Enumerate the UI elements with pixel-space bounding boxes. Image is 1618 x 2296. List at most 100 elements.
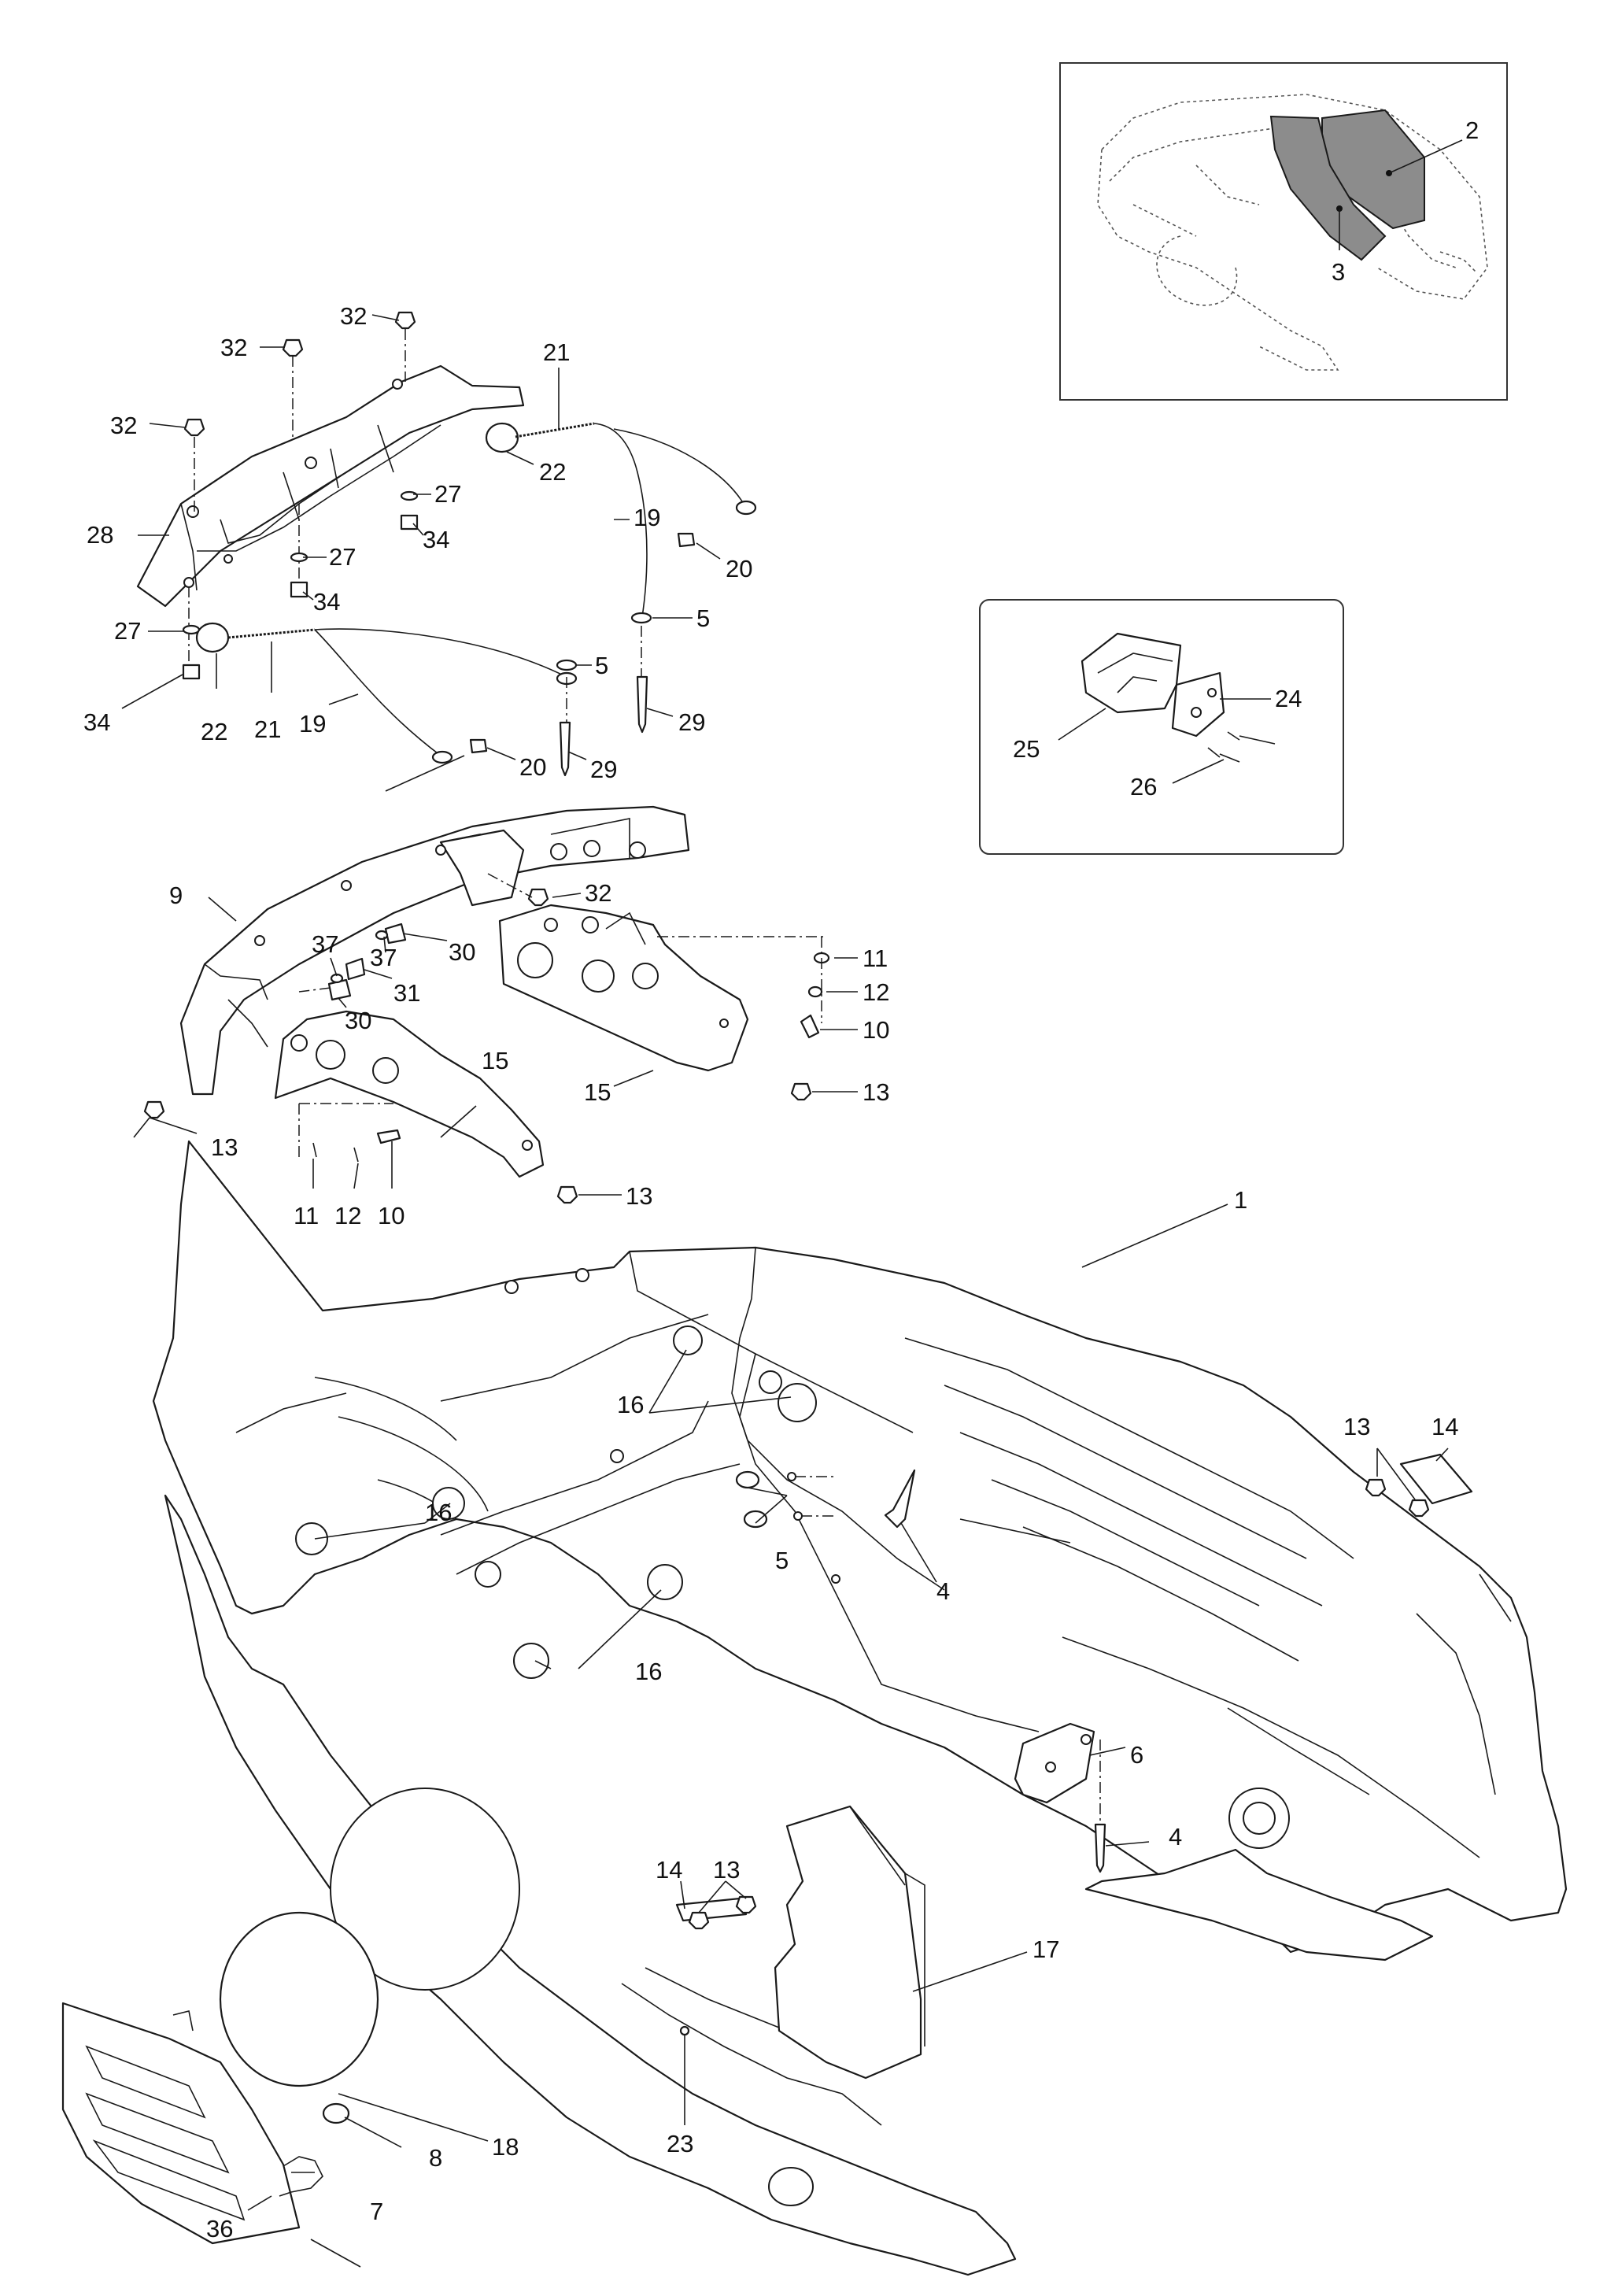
callout-12-left: 12 [334, 1202, 361, 1229]
bolt-34-c [182, 664, 201, 680]
bracket-25 [1081, 632, 1182, 714]
callout-14-lower: 14 [656, 1856, 682, 1884]
callout-24: 24 [1275, 685, 1302, 712]
callout-27-c: 27 [114, 617, 141, 645]
callout-29-lower: 29 [590, 756, 617, 783]
callout-21-lower: 21 [254, 715, 281, 743]
bumper-9 [179, 805, 690, 1096]
screw-20-upper [677, 532, 696, 548]
callout-3: 3 [1332, 258, 1345, 286]
callout-13-plate-lower: 13 [713, 1856, 740, 1884]
callout-13-left: 13 [211, 1133, 238, 1161]
nut-32-a [183, 418, 205, 437]
spring-21-lower [227, 628, 316, 639]
callout-16-left: 16 [425, 1499, 452, 1526]
callout-30-left: 30 [345, 1007, 371, 1034]
callout-5-frame: 5 [775, 1547, 789, 1574]
grommet-8 [322, 2102, 350, 2124]
callout-15-lower: 15 [584, 1078, 611, 1106]
nut-13-plate-right-a [1365, 1478, 1387, 1497]
ring-22-upper [485, 422, 519, 453]
washer-27-c [182, 624, 201, 635]
callout-22-upper: 22 [539, 458, 566, 486]
bracket-15-right [498, 904, 749, 1072]
callout-28: 28 [87, 521, 113, 549]
nut-13-plate-lower-b [735, 1895, 757, 1914]
rivet-26a [1239, 735, 1276, 745]
callout-1: 1 [1234, 1186, 1247, 1214]
callout-13-plate-right: 13 [1343, 1413, 1370, 1440]
callout-6: 6 [1130, 1741, 1143, 1769]
washer-5-lower [556, 659, 578, 671]
callout-34-c: 34 [83, 708, 110, 736]
callout-32-second: 32 [220, 334, 247, 361]
nut-13-left [143, 1100, 165, 1119]
rivet-26b [1219, 753, 1240, 763]
washer-12-left [353, 1147, 359, 1163]
callout-19-upper: 19 [634, 504, 660, 531]
callout-29-upper: 29 [678, 708, 705, 736]
insulation-17 [774, 1805, 922, 2080]
washer-11-left [312, 1142, 317, 1158]
nut-32-c [394, 311, 416, 330]
rivet-29-upper [636, 675, 648, 734]
rivet-4-lower [1094, 1823, 1106, 1873]
washer-5-frame-a [735, 1470, 760, 1489]
callout-15-upper: 15 [482, 1047, 508, 1074]
spacer-30-b [384, 922, 407, 945]
shaded-panel-3 [1269, 115, 1387, 261]
callout-12-right: 12 [863, 978, 889, 1006]
callout-21-upper: 21 [543, 338, 570, 366]
bolt-10-left [376, 1129, 401, 1144]
callout-4-upper: 4 [936, 1577, 950, 1605]
cable-19-upper [593, 423, 648, 623]
callout-18: 18 [492, 2133, 519, 2161]
callout-27-a: 27 [434, 480, 461, 508]
callout-32-top: 32 [340, 302, 367, 330]
callout-16-upper: 16 [617, 1391, 644, 1418]
ring-22-lower [195, 622, 230, 653]
rivet-29-lower [559, 721, 571, 777]
nut-13-bottom [556, 1185, 578, 1204]
callout-14-right: 14 [1431, 1413, 1458, 1440]
bolt-34-b [290, 581, 308, 598]
callout-27-b: 27 [329, 543, 356, 571]
callout-32-left: 32 [110, 412, 137, 439]
upper-bumper-assembly: 32 32 32 21 22 27 34 19 28 27 20 34 5 27… [83, 302, 757, 792]
clip-36 [279, 2156, 323, 2197]
nut-13-plate-right-b [1408, 1499, 1430, 1518]
nut-32-bumper [527, 888, 549, 907]
front-bumper-assembly: 9 32 37 37 30 31 30 11 12 10 15 15 13 13… [133, 805, 889, 1229]
washer-12-right [807, 985, 823, 998]
callout-20-lower: 20 [519, 753, 546, 781]
inset-bracket-group: 24 25 26 [979, 599, 1344, 855]
callout-26: 26 [1130, 773, 1157, 800]
spring-21-upper [515, 422, 595, 438]
bumper-28 [136, 364, 525, 608]
bolt-31 [345, 957, 366, 981]
bracket-end-9 [439, 829, 525, 907]
callout-22-lower: 22 [201, 718, 227, 745]
callout-2: 2 [1465, 116, 1479, 144]
screw-20-lower [469, 738, 488, 754]
callout-7: 7 [370, 2198, 383, 2225]
callout-5-lower: 5 [595, 652, 608, 679]
washer-5-upper [630, 612, 652, 624]
washer-27-a [400, 490, 419, 501]
callout-8: 8 [429, 2144, 442, 2172]
callout-13-right: 13 [863, 1078, 889, 1106]
bolt-34-a [400, 514, 419, 531]
grille-7 [61, 2002, 301, 2245]
washer-37-b [375, 930, 389, 941]
bracket-6 [1014, 1722, 1095, 1804]
nut-13-plate-lower-a [688, 1911, 710, 1930]
callout-23: 23 [667, 2130, 693, 2157]
plate-14-right [1399, 1453, 1473, 1505]
callout-37-right: 37 [370, 944, 397, 971]
callout-34-b: 34 [313, 588, 340, 616]
callout-30-right: 30 [449, 938, 475, 966]
cable-19-lower [314, 628, 567, 678]
callout-4-lower: 4 [1169, 1823, 1182, 1850]
callout-11-left: 11 [294, 1202, 319, 1229]
callout-10-left: 10 [378, 1202, 404, 1229]
